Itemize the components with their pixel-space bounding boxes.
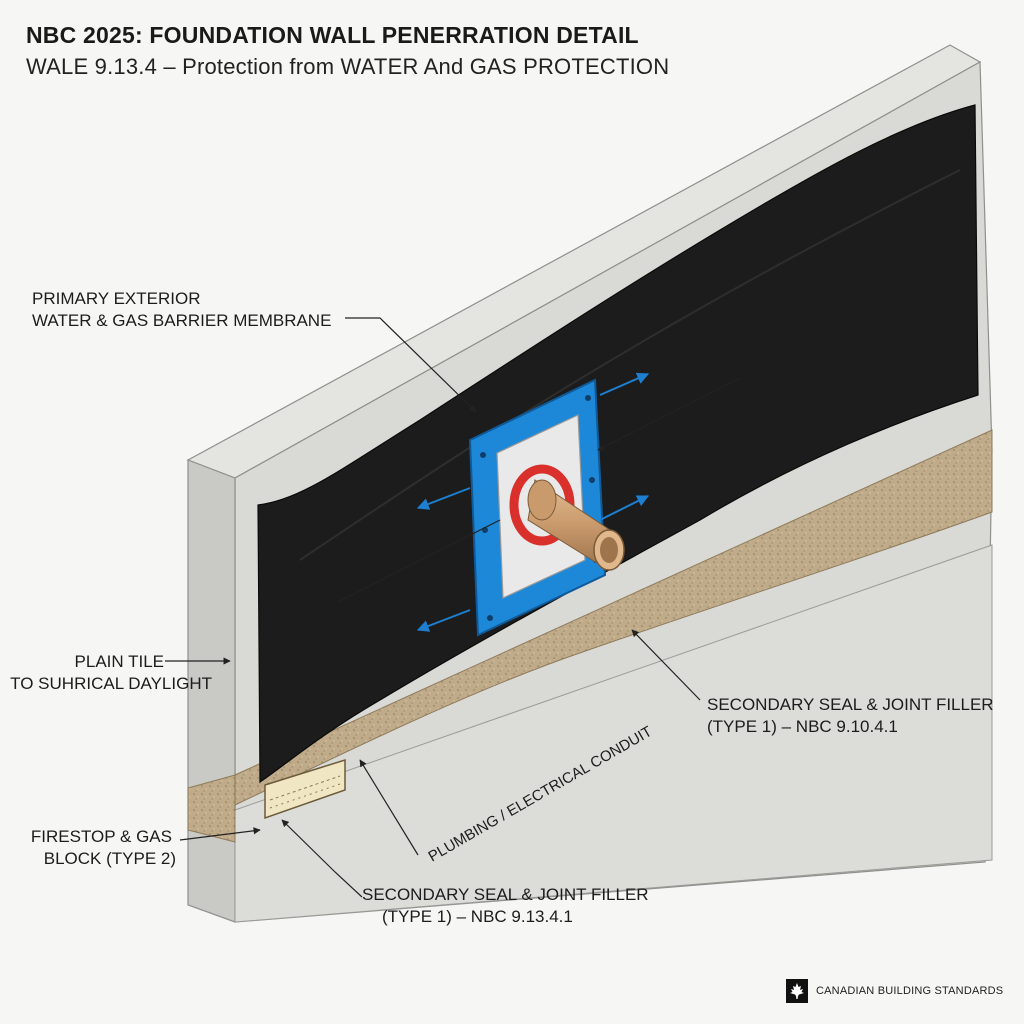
maple-leaf-icon bbox=[786, 979, 808, 1003]
firestop-block bbox=[264, 758, 346, 820]
firestop-label: FIRESTOP & GAS BLOCK (TYPE 2) bbox=[10, 826, 176, 870]
plain-tile-label: PLAIN TILE TO SUHRICAL DAYLIGHT bbox=[8, 651, 212, 695]
stretch-arrows bbox=[416, 372, 650, 632]
barrier-membrane bbox=[257, 104, 979, 784]
conduit-pipe bbox=[527, 479, 625, 571]
footer-brand: CANADIAN BUILDING STANDARDS bbox=[786, 977, 1003, 1005]
firestop-label-line2: BLOCK (TYPE 2) bbox=[43, 849, 176, 868]
footing-strip bbox=[234, 544, 993, 923]
membrane-label-line2: WATER & GAS BARRIER MEMBRANE bbox=[32, 311, 332, 330]
secondary-seal-right-line1: SECONDARY SEAL & JOINT FILLER bbox=[707, 695, 994, 714]
plain-tile-label-line2: TO SUHRICAL DAYLIGHT bbox=[10, 674, 212, 693]
membrane-label-line1: PRIMARY EXTERIOR bbox=[32, 289, 201, 308]
membrane-label: PRIMARY EXTERIOR WATER & GAS BARRIER MEM… bbox=[32, 288, 331, 332]
firestop-label-line1: FIRESTOP & GAS bbox=[30, 827, 172, 846]
page-subtitle: WALE 9.13.4 – Protection from WATER And … bbox=[26, 54, 670, 79]
plain-tile-label-line1: PLAIN TILE bbox=[74, 652, 164, 671]
joint-filler-band bbox=[234, 429, 993, 806]
secondary-seal-right-line2: (TYPE 1) – NBC 9.10.4.1 bbox=[707, 717, 898, 736]
secondary-seal-right-label: SECONDARY SEAL & JOINT FILLER (TYPE 1) –… bbox=[707, 694, 994, 738]
secondary-seal-bottom-line2: (TYPE 1) – NBC 9.13.4.1 bbox=[382, 907, 573, 926]
joint-filler-end bbox=[187, 774, 236, 843]
secondary-seal-bottom-label: SECONDARY SEAL & JOINT FILLER (TYPE 1) –… bbox=[362, 884, 649, 928]
secondary-seal-bottom-line1: SECONDARY SEAL & JOINT FILLER bbox=[362, 885, 649, 904]
footer-brand-text: CANADIAN BUILDING STANDARDS bbox=[816, 985, 1004, 997]
membrane-sheen bbox=[299, 169, 961, 561]
page-title: NBC 2025: FOUNDATION WALL PENERRATION DE… bbox=[26, 22, 639, 48]
leader-lines bbox=[165, 317, 741, 898]
